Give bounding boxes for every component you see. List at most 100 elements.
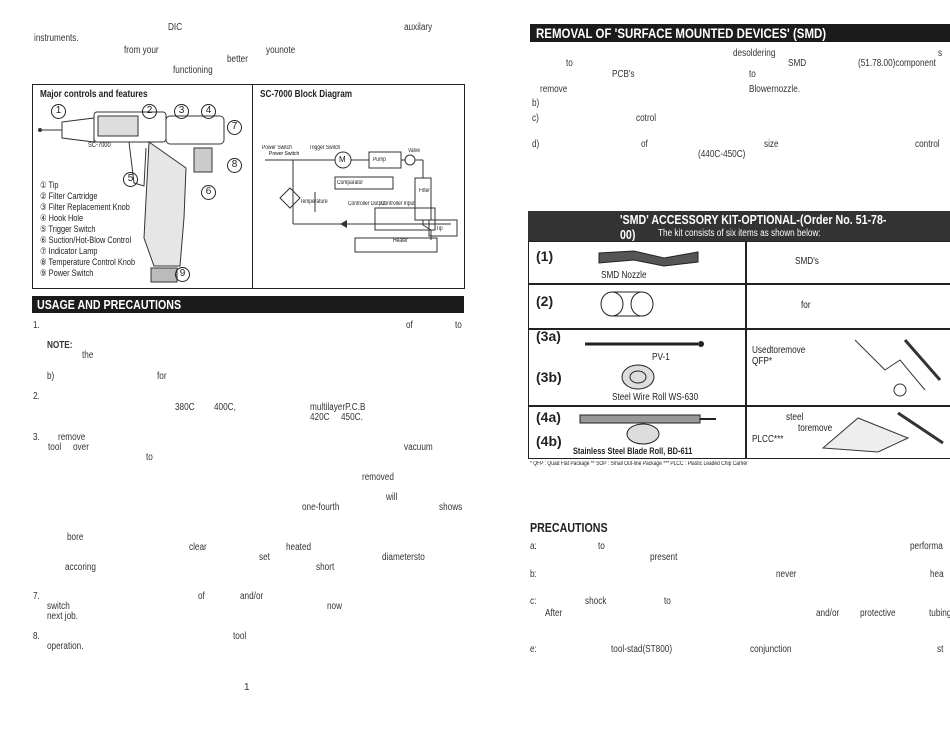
prec-word: tool-stad(ST800)	[611, 644, 673, 655]
adapter-ring-icon	[600, 291, 654, 317]
usage-word: switch	[47, 601, 70, 612]
smd-word: Blowernozzle.	[749, 84, 801, 95]
intro-word: functioning	[173, 65, 213, 76]
prec-word: b:	[530, 569, 537, 580]
legend-item: ⑤ Trigger Switch	[40, 224, 96, 234]
prec-word: and/or	[816, 608, 840, 619]
smd-word: SMD	[788, 58, 807, 69]
intro-word: younote	[266, 45, 296, 56]
kit-item-desc: SMD's	[795, 256, 819, 267]
smd-word: s	[938, 48, 943, 59]
usage-word: will	[386, 492, 398, 503]
kit-cell	[528, 283, 747, 330]
item-number: 3.	[33, 432, 40, 443]
prec-word: protective	[860, 608, 896, 619]
kit-item-number: (2)	[536, 293, 554, 309]
legend-item: ③ Filter Replacement Knob	[40, 202, 130, 212]
kit-subtitle: The kit consists of six items as shown b…	[658, 228, 821, 239]
usage-word: accoring	[65, 562, 97, 573]
usage-word: short	[316, 562, 335, 573]
hand-tool-illustration	[821, 411, 944, 453]
item-number: 1.	[33, 320, 40, 331]
diagram-temperature-label: Temperature	[300, 199, 328, 205]
smd-word: to	[749, 69, 756, 80]
callout-1: 1	[51, 104, 66, 119]
kit-title-bar: 'SMD' ACCESSORY KIT-OPTIONAL-(Order No. …	[528, 211, 950, 242]
usage-word: multilayerP.C.B	[310, 402, 366, 413]
kit-item-caption: SMD Nozzle	[601, 270, 647, 281]
legend-item: ⑦ Indicator Lamp	[40, 246, 98, 256]
kit-cell	[745, 405, 950, 459]
smd-word: (51.78.00)component	[858, 58, 936, 69]
prec-word: c:	[530, 596, 537, 607]
smd-word: of	[641, 139, 648, 150]
intro-word: better	[227, 54, 248, 65]
smd-word: (440C-450C)	[698, 149, 746, 160]
smd-word: control	[915, 139, 940, 150]
legend-item: ② Filter Cartridge	[40, 191, 98, 201]
smd-word: c)	[532, 113, 539, 124]
smd-word: size	[764, 139, 779, 150]
usage-word: diametersto	[382, 552, 425, 563]
kit-cell	[528, 241, 747, 285]
intro-word: instruments.	[34, 33, 79, 44]
usage-word: one-fourth	[302, 502, 340, 513]
intro-word: from your	[124, 45, 159, 56]
smd-word: desoldering	[733, 48, 776, 59]
item-number: 2.	[33, 391, 40, 402]
prec-word: e:	[530, 644, 537, 655]
kit-footnote: * QFP : Quad Flat Package ** SOP : Small…	[530, 461, 748, 467]
diagram-trigger-switch-label: Trigger Switch	[309, 145, 341, 151]
kit-item-number: (4a)	[536, 409, 561, 425]
item-number: 8.	[33, 631, 40, 642]
prec-word: to	[664, 596, 671, 607]
usage-word: 450C.	[341, 412, 363, 423]
tool-model-label: SC-7000	[88, 142, 111, 149]
usage-word: shows	[439, 502, 463, 513]
usage-word: 420C	[310, 412, 330, 423]
diagram-filter-label: Filter	[419, 188, 430, 194]
intro-word: auxilary	[404, 22, 433, 33]
prec-word: tubing	[929, 608, 950, 619]
diagram-heater-label: Heater	[393, 238, 408, 244]
diagram-valve-label: Valve	[408, 148, 420, 154]
usage-word: of	[406, 320, 413, 331]
prec-word: never	[776, 569, 797, 580]
kit-item-desc: QFP*	[752, 356, 773, 367]
diagram-tip-label: Tip	[436, 226, 443, 232]
prec-word: st	[937, 644, 944, 655]
kit-item-caption: Stainless Steel Blade Roll, BD-611	[573, 446, 693, 456]
figure-frame	[32, 84, 465, 289]
callout-7: 7	[227, 120, 242, 135]
blade-roll-icon	[626, 423, 660, 445]
diagram-motor-label: M	[339, 155, 346, 164]
callout-9: 9	[175, 267, 190, 282]
kit-item-number: (1)	[536, 248, 554, 264]
prec-word: performa	[910, 541, 943, 552]
callout-4: 4	[201, 104, 216, 119]
usage-word: for	[157, 371, 167, 382]
kit-cell	[745, 241, 950, 285]
kit-item-desc: for	[801, 300, 811, 311]
steel-blade-icon	[579, 414, 716, 424]
controls-title: Major controls and features	[40, 89, 148, 100]
kit-item-caption: Steel Wire Roll WS-630	[612, 392, 699, 403]
intro-word: DIC	[168, 22, 183, 33]
steel-wire-roll-icon	[621, 364, 655, 390]
kit-item-desc: steel	[786, 412, 804, 423]
usage-word: operation.	[47, 641, 84, 652]
callout-5: 5	[123, 172, 138, 187]
kit-cell	[745, 328, 950, 407]
block-diagram-title: SC-7000 Block Diagram	[260, 89, 353, 100]
svg-text:Power Switch: Power Switch	[269, 151, 300, 157]
callout-2: 2	[142, 104, 157, 119]
usage-word: 380C	[175, 402, 195, 413]
usage-word: next job.	[47, 611, 79, 622]
usage-word: b)	[47, 371, 55, 382]
diagram-pump-label: Pump	[373, 157, 386, 163]
usage-word: the	[82, 350, 94, 361]
page-number: 1	[244, 682, 250, 693]
usage-word: over	[73, 442, 89, 453]
kit-cell	[528, 328, 747, 407]
smd-nozzle-icon	[598, 250, 699, 267]
